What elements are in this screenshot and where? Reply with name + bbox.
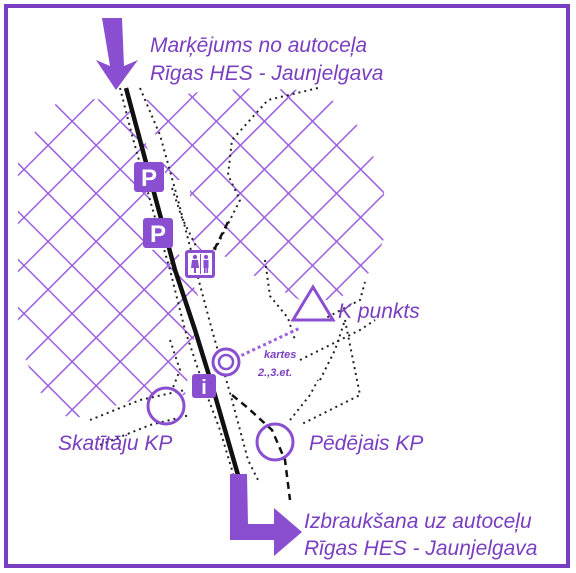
exit-label-line1: Izbraukšana uz autoceļu: [304, 510, 532, 533]
parking-label-1: P: [141, 165, 157, 192]
spectator-checkpoint-circle-icon: [146, 386, 186, 426]
kartes-label-line2: 2.,3.et.: [257, 367, 292, 379]
entry-label-line2: Rīgas HES - Jaunjelgava: [150, 62, 383, 85]
map-start-circle-icon: [211, 347, 241, 377]
exit-arrow-icon: [230, 474, 302, 556]
forest-area-right: [145, 88, 388, 300]
spectator-checkpoint-label: Skatītāju KP: [58, 432, 172, 455]
info-label: i: [201, 377, 207, 399]
toilet-icon: [185, 250, 215, 278]
main-road: [123, 87, 241, 476]
last-checkpoint-label: Pēdējais KP: [309, 432, 423, 455]
info-icon: i: [192, 374, 216, 399]
control-point-triangle-icon: [290, 284, 336, 322]
parking-label-2: P: [150, 221, 166, 248]
parking-icon: P: [134, 162, 164, 192]
kartes-label-line1: kartes: [264, 349, 296, 361]
last-checkpoint-circle-icon: [255, 422, 295, 462]
exit-label-line2: Rīgas HES - Jaunjelgava: [304, 537, 537, 560]
k-punkts-label: K punkts: [338, 300, 420, 323]
entry-label-line1: Marķējums no autoceļa: [150, 34, 367, 57]
entry-arrow-icon: [96, 18, 138, 90]
trails: [89, 87, 376, 481]
parking-icon: P: [143, 218, 173, 248]
